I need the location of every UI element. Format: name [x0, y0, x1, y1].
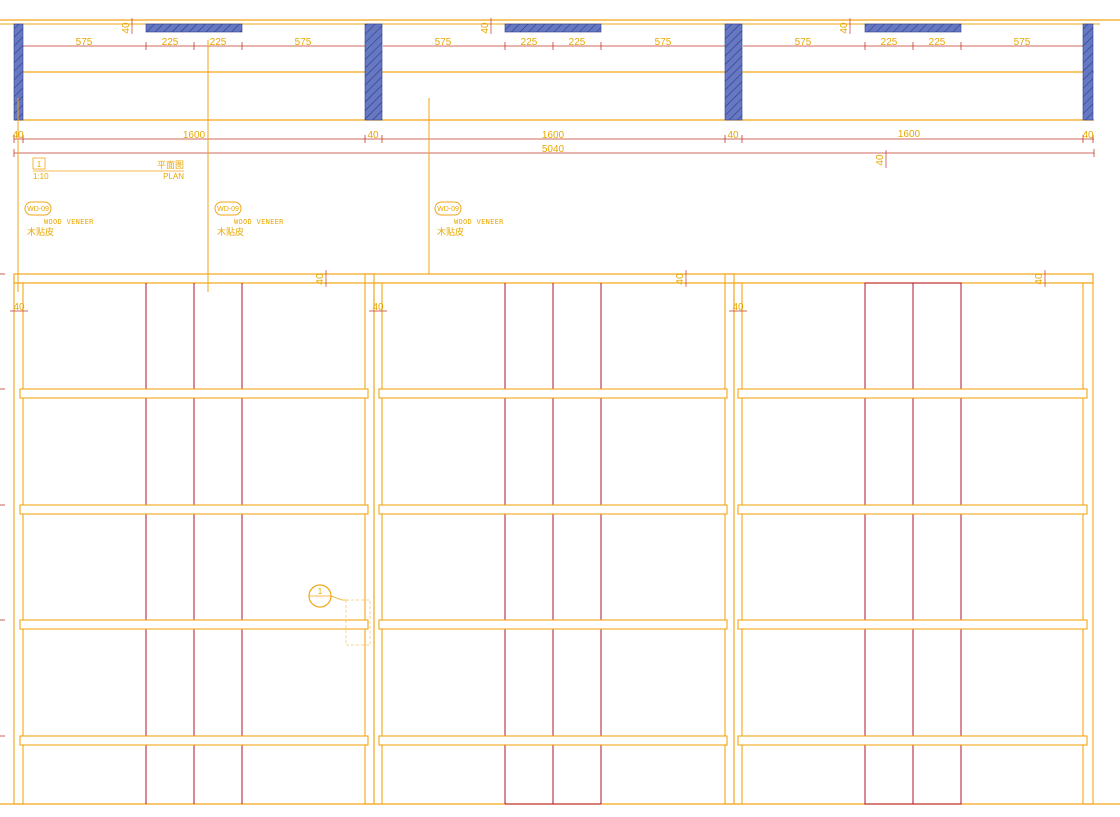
callout-tag-3 [434, 201, 462, 216]
dim-b3-s2: 225 [881, 37, 898, 48]
elev-side-dim-2: 40 [372, 302, 384, 313]
elevation-top-beam [13, 273, 1094, 284]
plan-title-scale: 1:10 [33, 172, 49, 181]
callout-tag-text-3: WD-09 [437, 206, 459, 213]
top-band-1 [145, 23, 243, 33]
bay-dim-3: 1600 [898, 129, 921, 140]
plan-title-zh: 平面图 [157, 160, 184, 171]
dim-b2-s4: 575 [655, 37, 672, 48]
dim-b2-s3: 225 [569, 37, 586, 48]
callout-tag-text-1: WD-09 [27, 206, 49, 213]
elevation-edge-ticks [0, 273, 5, 737]
post-dim-2: 40 [727, 130, 739, 141]
elevation-panel-lines [145, 282, 962, 805]
dim-b2-s2: 225 [521, 37, 538, 48]
elevation-posts [13, 273, 1094, 805]
dim-b3-s1: 575 [795, 37, 812, 48]
callout-en-1: WOOD VENEER [44, 218, 94, 226]
elev-side-dim-3: 40 [732, 302, 744, 313]
plan-vdim-3: 40 [839, 22, 850, 34]
material-callouts: WD-09 WOOD VENEER 木贴皮 WD-09 WOOD VENEER … [17, 40, 504, 292]
dim-b1-s1: 575 [76, 37, 93, 48]
bay-dim-2: 1600 [542, 130, 565, 141]
dim-b3-s4: 575 [1014, 37, 1031, 48]
post-dim-right: 40 [1082, 130, 1094, 141]
callout-tag-1 [24, 201, 52, 216]
dim-b1-s2: 225 [162, 37, 179, 48]
callout-tag-2 [214, 201, 242, 216]
callout-en-2: WOOD VENEER [234, 218, 284, 226]
post-dim-1: 40 [367, 130, 379, 141]
callout-zh-2: 木贴皮 [217, 226, 244, 238]
dim-b2-s1: 575 [435, 37, 452, 48]
elev-top-dim-3: 40 [1034, 273, 1045, 285]
plan-title-en: PLAN [163, 172, 184, 181]
dim-b1-s4: 575 [295, 37, 312, 48]
plan-vdim-1: 40 [121, 22, 132, 34]
plan-title-number: 1 [37, 160, 42, 169]
elevation-view: 40 40 40 40 40 40 1 [0, 270, 1120, 805]
dim-b3-s3: 225 [929, 37, 946, 48]
section-marker: 1 [308, 584, 371, 646]
total-dim: 5040 [542, 144, 565, 155]
top-band-2 [504, 23, 602, 33]
callout-zh-1: 木贴皮 [27, 226, 54, 238]
plan-view: 575 225 225 575 575 225 225 575 575 225 … [0, 18, 1120, 168]
elev-side-dim-1: 40 [13, 302, 25, 313]
section-marker-number: 1 [318, 587, 323, 596]
section-detail-box [345, 599, 371, 646]
elev-top-dim-1: 40 [315, 273, 326, 285]
plan-ticks [145, 42, 962, 50]
plan-title-block: 1 1:10 平面图 PLAN [32, 157, 184, 181]
callout-tag-text-2: WD-09 [217, 206, 239, 213]
top-band-3 [864, 23, 962, 33]
elev-top-dim-2: 40 [675, 273, 686, 285]
plan-vdim-2: 40 [480, 22, 491, 34]
wall-post-right [1082, 23, 1094, 121]
wall-post-1 [364, 23, 383, 121]
callout-en-3: WOOD VENEER [454, 218, 504, 226]
callout-zh-3: 木贴皮 [437, 226, 464, 238]
dim-b1-s3: 225 [210, 37, 227, 48]
wall-post-2 [724, 23, 743, 121]
bay-dim-1: 1600 [183, 130, 206, 141]
plan-vdim-4: 40 [875, 154, 886, 166]
elevation-shelves [19, 388, 1088, 746]
